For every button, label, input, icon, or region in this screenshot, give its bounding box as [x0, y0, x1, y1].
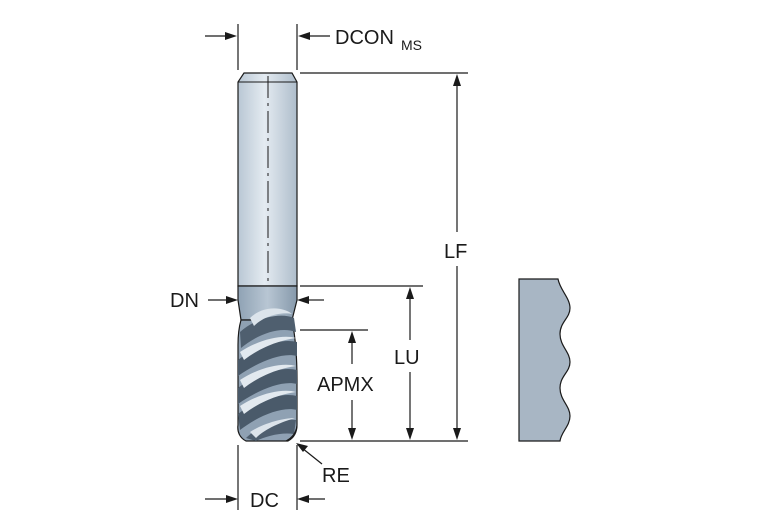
flute-profile-section: [518, 278, 571, 442]
dc-label: DC: [250, 490, 279, 512]
dcon-dimension: [205, 32, 330, 40]
apmx-label: APMX: [317, 374, 374, 396]
lf-label: LF: [444, 241, 467, 263]
re-leader: [296, 443, 323, 465]
dn-dimension: [208, 296, 324, 304]
apmx-dimension: [348, 331, 356, 440]
lf-dimension: [453, 74, 461, 440]
extension-lines: [237, 24, 468, 510]
dcon-subscript: MS: [401, 37, 422, 53]
lu-label: LU: [394, 347, 420, 369]
dcon-label: DCON: [335, 27, 394, 49]
tool-shank: [237, 72, 298, 287]
dn-label: DN: [170, 290, 199, 312]
fluted-cutting-part: [237, 308, 298, 442]
lu-dimension: [406, 287, 414, 440]
dc-dimension: [205, 495, 325, 503]
re-label: RE: [322, 465, 350, 487]
